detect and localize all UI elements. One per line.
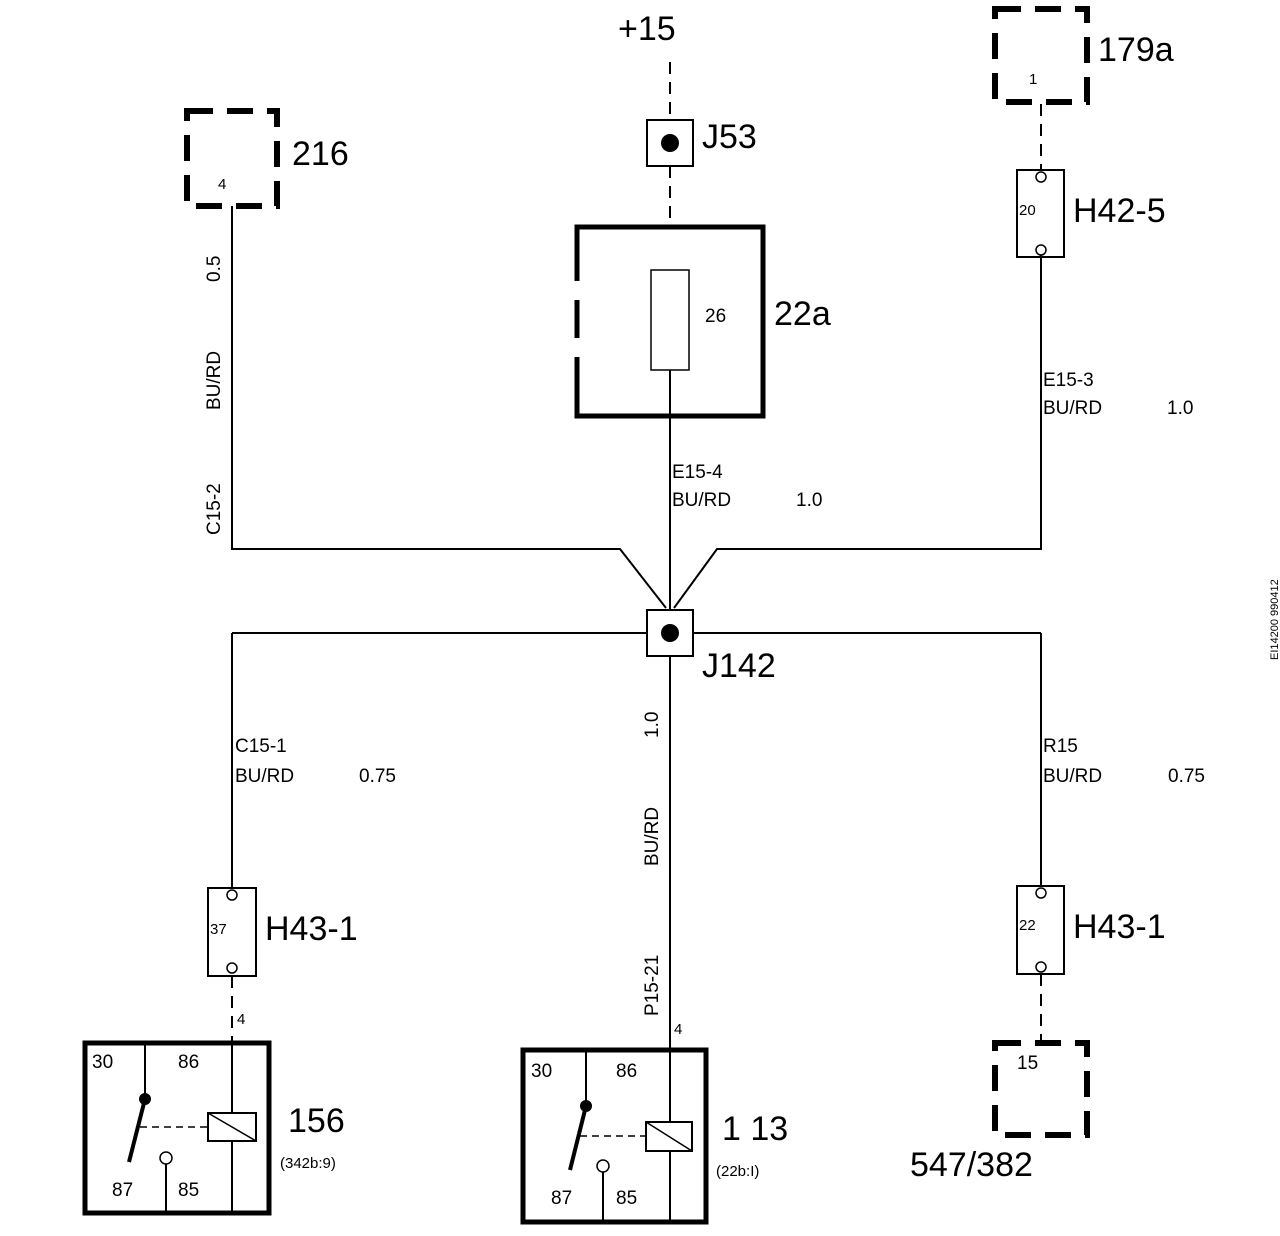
connector-h43-1-left-label: H43-1 — [265, 910, 358, 948]
relay-156-pin-86: 86 — [178, 1052, 199, 1073]
relay-156-pin-87: 87 — [112, 1180, 133, 1201]
wire-c15-1-color: BU/RD — [235, 766, 294, 787]
connector-h43-1-left: 37 H43-1 — [207, 887, 358, 977]
component-547-382-box — [992, 1040, 1090, 1138]
fuse-element — [650, 269, 690, 371]
wire-c15-2 — [231, 206, 667, 609]
relay-156: 30 86 87 85 156 (342b:9) — [82, 1040, 345, 1216]
component-179a-pin: 1 — [1029, 71, 1037, 88]
relay-156-ref: (342b:9) — [280, 1155, 336, 1172]
wire-c15-1-code: C15-1 — [235, 736, 287, 757]
component-179a-box — [992, 6, 1090, 105]
relay-156-housing — [82, 1040, 272, 1216]
relay-156-label: 156 — [288, 1102, 345, 1140]
wire-r15-size: 0.75 — [1168, 766, 1205, 787]
connector-h43-1-right-pin: 22 — [1019, 917, 1036, 934]
relay-113: 30 86 87 85 1 13 (22b:I) — [520, 1047, 788, 1225]
relay-156-pin-85: 85 — [178, 1180, 199, 1201]
wire-r15-labels: R15 BU/RD 0.75 — [1043, 736, 1205, 787]
wire-e15-3-size: 1.0 — [1167, 398, 1193, 419]
wire-c15-1-size: 0.75 — [359, 766, 396, 787]
wire-c15-2-size: 0.5 — [204, 256, 225, 282]
junction-j142-label: J142 — [702, 647, 776, 685]
fusebox-22a: 26 22a — [574, 224, 831, 419]
drawing-id: EI14200 990412 — [1269, 579, 1280, 660]
wire-e15-3 — [673, 255, 1042, 609]
connector-h42-5-pin: 20 — [1019, 202, 1036, 219]
wire-e15-3-labels: E15-3 BU/RD 1.0 — [1043, 370, 1193, 419]
connector-h43-1-left-pin: 37 — [210, 921, 227, 938]
connector-h43-1-right-label: H43-1 — [1073, 908, 1166, 946]
connector-h43-1-left-top-pin — [226, 889, 238, 901]
relay-113-contact-87 — [596, 1159, 610, 1173]
relay-156-contact-87 — [159, 1151, 173, 1165]
relay-156-switch-arm — [127, 1098, 147, 1163]
wire-p15-21-size: 1.0 — [642, 712, 663, 738]
relay-156-coil-diagonal — [207, 1112, 257, 1142]
component-179a: 1 179a — [992, 6, 1174, 105]
junction-j53: J53 — [646, 118, 757, 167]
relay-156-conn-pin: 4 — [237, 1011, 245, 1028]
connector-h42-5-top-pin — [1035, 171, 1047, 183]
wire-e15-4-size: 1.0 — [796, 490, 822, 511]
wire-c15-1-labels: C15-1 BU/RD 0.75 — [235, 736, 396, 787]
relay-113-pin-30: 30 — [531, 1061, 552, 1082]
wire-c15-2-labels: 0.5 BU/RD C15-2 — [204, 256, 225, 535]
supply-label: +15 — [618, 10, 676, 48]
wire-e15-3-color: BU/RD — [1043, 398, 1102, 419]
component-216-pin: 4 — [218, 176, 226, 193]
connector-h43-1-right-top-pin — [1035, 887, 1047, 899]
fusebox-outline — [574, 224, 766, 419]
relay-113-label: 1 13 — [722, 1110, 788, 1148]
connector-h42-5-label: H42-5 — [1073, 192, 1166, 230]
connector-h42-5-bottom-pin — [1035, 244, 1047, 256]
fusebox-label: 22a — [774, 295, 831, 333]
wire-c15-2-color: BU/RD — [204, 351, 225, 410]
connector-h43-1-right: 22 H43-1 — [1016, 885, 1166, 975]
wire-p15-21-code: P15-21 — [642, 955, 663, 1016]
component-179a-label: 179a — [1098, 31, 1174, 69]
component-216-label: 216 — [292, 135, 349, 173]
connector-h42-5: 20 H42-5 — [1016, 169, 1166, 258]
wire-r15-code: R15 — [1043, 736, 1078, 757]
relay-156-pin-30: 30 — [92, 1052, 113, 1073]
junction-j142-dot — [661, 624, 679, 642]
component-547-382: 15 547/382 — [910, 1040, 1090, 1184]
component-547-382-label: 547/382 — [910, 1146, 1033, 1184]
component-216-box — [184, 108, 280, 209]
wire-c15-2-code: C15-2 — [204, 483, 225, 535]
wire-r15-color: BU/RD — [1043, 766, 1102, 787]
wire-e15-4-code: E15-4 — [672, 462, 723, 483]
relay-113-pin-85: 85 — [616, 1188, 637, 1209]
wire-e15-4-color: BU/RD — [672, 490, 731, 511]
wire-e15-4-labels: E15-4 BU/RD 1.0 — [672, 462, 822, 511]
junction-j142: J142 — [646, 609, 776, 685]
relay-113-conn-pin: 4 — [674, 1021, 682, 1038]
component-216: 4 216 — [184, 108, 349, 209]
component-547-382-pin: 15 — [1017, 1053, 1038, 1074]
connector-h43-1-left-bottom-pin — [226, 962, 238, 974]
relay-113-housing — [520, 1047, 709, 1225]
relay-113-ref: (22b:I) — [716, 1163, 759, 1180]
junction-j53-label: J53 — [702, 118, 757, 156]
wire-e15-3-code: E15-3 — [1043, 370, 1094, 391]
wire-p15-21-color: BU/RD — [642, 807, 663, 866]
fuse-number: 26 — [705, 306, 726, 327]
relay-113-coil-diagonal — [645, 1121, 693, 1152]
wire-p15-21-labels: 1.0 BU/RD P15-21 — [642, 712, 663, 1016]
relay-113-pin-87: 87 — [551, 1188, 572, 1209]
connector-h43-1-right-bottom-pin — [1035, 961, 1047, 973]
relay-113-switch-arm — [568, 1105, 588, 1171]
relay-113-pin-86: 86 — [616, 1061, 637, 1082]
junction-j53-dot — [661, 134, 679, 152]
